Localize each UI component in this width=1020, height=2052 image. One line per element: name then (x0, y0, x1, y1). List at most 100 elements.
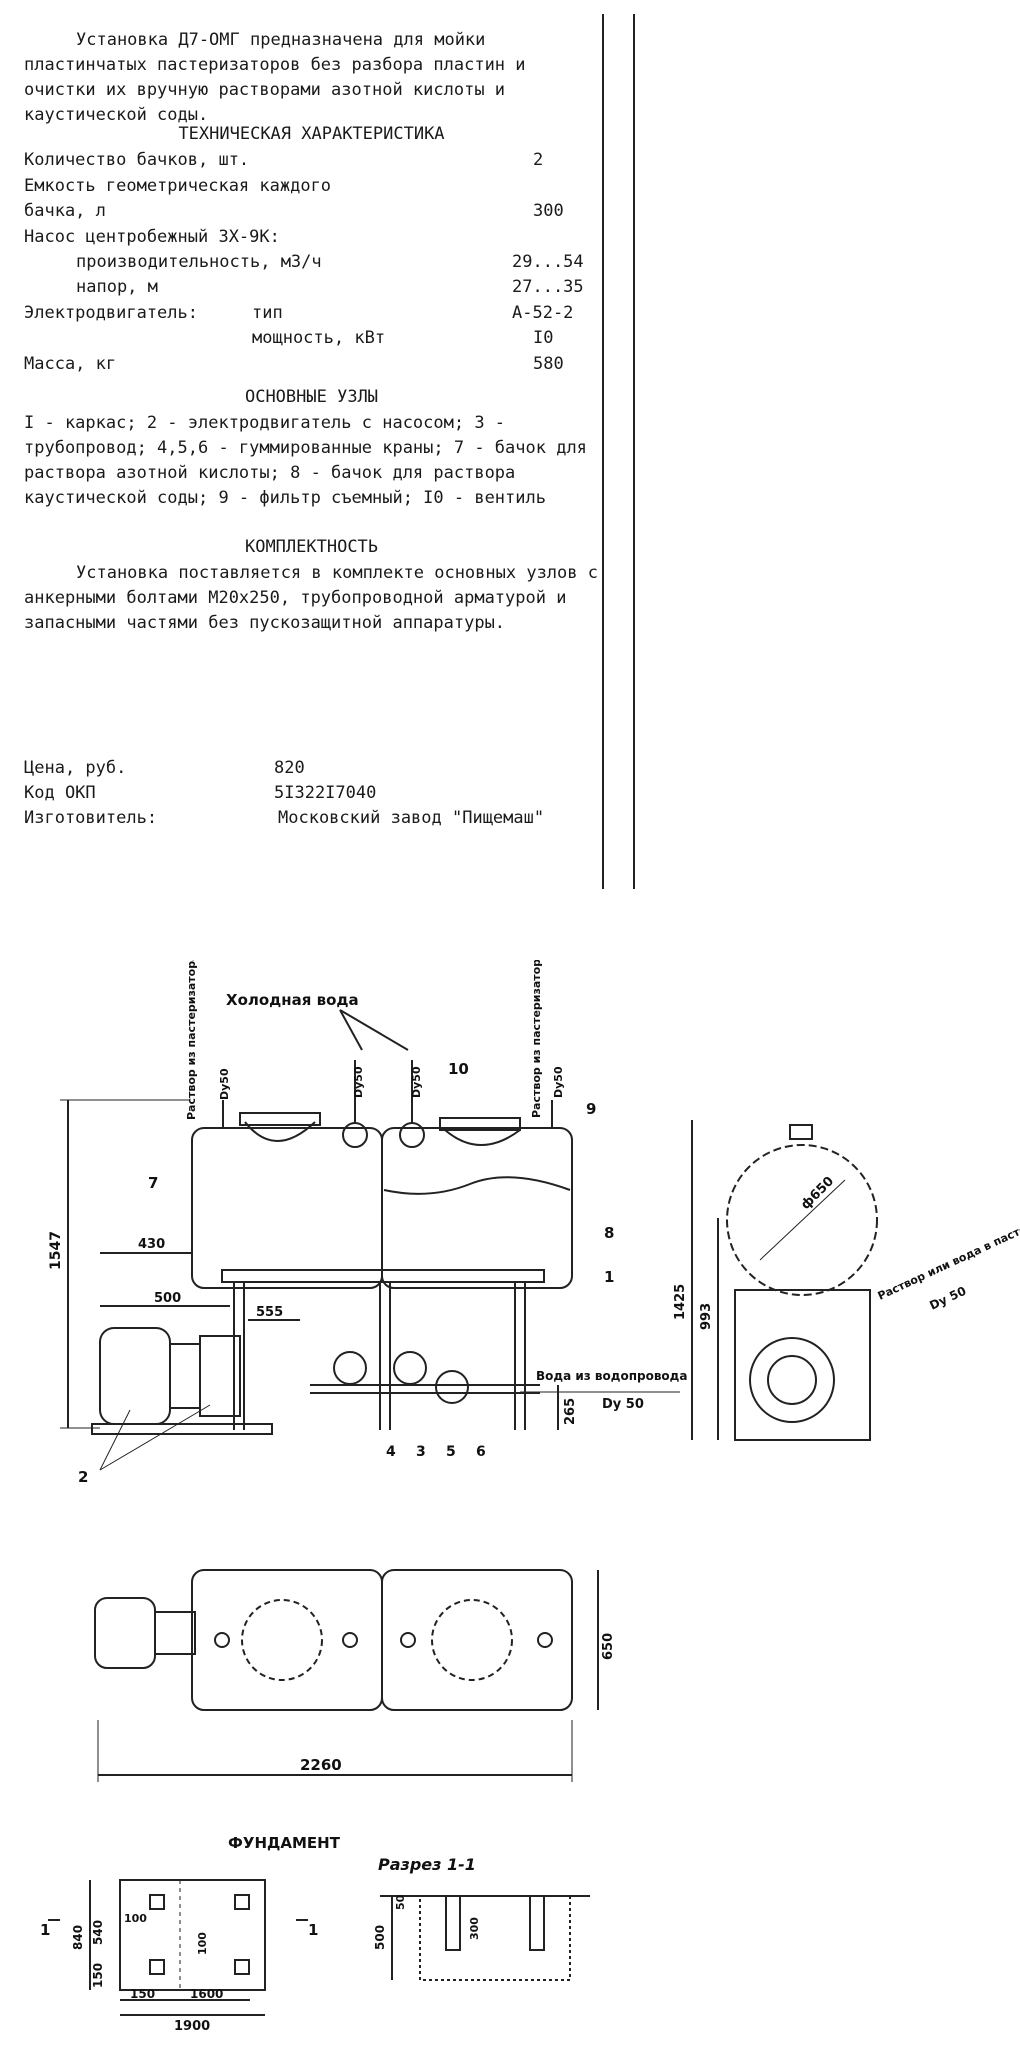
valve-plan (400, 1632, 416, 1648)
dim-500: 500 (154, 1291, 181, 1306)
bolt-hole (149, 1959, 165, 1975)
tank-8 (381, 1127, 573, 1289)
dy50-label: Dy 50 (927, 1284, 968, 1313)
dim-100: 100 (124, 1912, 147, 1925)
spec-motor-type-label: тип (252, 303, 283, 323)
valve-4 (333, 1351, 367, 1385)
foundation-view: ФУНДАМЕНТ 840 540 150 100 100 150 1600 1… (40, 1834, 341, 2034)
tank-7-lid (244, 1121, 316, 1142)
dim-50: 50 (394, 1894, 407, 1910)
dim-1547: 1547 (48, 1231, 64, 1270)
anchor-pocket (445, 1895, 461, 1951)
spec-tanks-label: Количество бачков, шт. (24, 150, 250, 170)
dy50-label: Dy50 (410, 1066, 423, 1098)
side-frame (734, 1289, 871, 1441)
dim-540: 540 (91, 1920, 105, 1945)
to-pasteurizer-label: Раствор или вода в пастеризатор (876, 1200, 1020, 1302)
dim-840: 840 (71, 1925, 85, 1950)
spec-pump-head-value: 27...35 (512, 277, 584, 297)
price-label: Цена, руб. (24, 758, 127, 778)
maker-value: Московский завод "Пищемаш" (278, 808, 545, 828)
okp-label: Код ОКП (24, 783, 96, 803)
spec-pump-head-label: напор, м (76, 277, 158, 297)
tank-plan-hatch (431, 1599, 513, 1681)
dim-650: 650 (601, 1633, 616, 1660)
intro-paragraph: Установка Д7-ОМГ предназначена для мойки… (24, 30, 526, 125)
complete-title: КОМПЛЕКТНОСТЬ (244, 537, 379, 557)
dim-1600: 1600 (190, 1987, 223, 2001)
spec-capacity-value: 300 (533, 201, 564, 221)
leader-line (99, 1409, 131, 1471)
technical-drawing: Холодная вода Раствор из пастеризатора D… (40, 960, 1020, 2034)
dim-150-horizontal: 150 (130, 1987, 155, 2001)
spec-mass-value: 580 (533, 354, 564, 374)
pump-plan (154, 1611, 196, 1655)
section-title: Разрез 1-1 (378, 1855, 476, 1874)
price-value: 820 (274, 758, 305, 778)
tank-section (726, 1144, 878, 1296)
water-supply-label: Вода из водопровода (536, 1369, 687, 1383)
cold-water-label: Холодная вода (226, 991, 359, 1009)
inlet-plan (214, 1632, 230, 1648)
page-border-line (633, 14, 635, 889)
dy50-label: Dy50 (552, 1066, 565, 1098)
spec-pump-perf-value: 29...54 (512, 252, 584, 272)
spec-pump-perf-label: производительность, м3/ч (76, 252, 322, 272)
tank-8-lid (444, 1129, 521, 1146)
maker-label: Изготовитель: (24, 808, 158, 828)
dim-1900: 1900 (174, 2019, 210, 2034)
valve-top (789, 1124, 813, 1140)
callout-3: 3 (416, 1444, 426, 1460)
valve-6 (435, 1370, 469, 1404)
bolt-hole (149, 1894, 165, 1910)
dy50-label: Dy50 (352, 1066, 365, 1098)
callout-8: 8 (604, 1224, 614, 1242)
dim-555: 555 (256, 1305, 283, 1320)
motor-plan (94, 1597, 156, 1669)
tank-plan-7 (191, 1569, 383, 1711)
callout-9: 9 (586, 1100, 596, 1118)
side-view: 1425 993 ф650 Раствор или вода в пастери… (673, 1120, 1020, 1441)
dy50-label: Dy50 (218, 1068, 231, 1100)
spec-capacity-label: Емкость геометрическая каждого (24, 176, 332, 196)
spec-tanks-value: 2 (533, 150, 544, 170)
tank-7 (191, 1127, 383, 1289)
valve-10-left (342, 1122, 368, 1148)
dim-150-vertical: 150 (91, 1963, 105, 1988)
pump (199, 1335, 241, 1417)
spec-pump-label: Насос центробежный 3Х-9К: (24, 227, 280, 247)
page-border-line (602, 14, 604, 889)
callout-2: 2 (78, 1468, 88, 1486)
frame-top (221, 1269, 545, 1283)
anchor-pocket (529, 1895, 545, 1951)
section-mark-right: 1 (308, 1921, 318, 1939)
callout-4: 4 (386, 1444, 396, 1460)
spec-capacity-label-2: бачка, л (24, 201, 106, 221)
tech-title: ТЕХНИЧЕСКАЯ ХАРАКТЕРИСТИКА (178, 124, 445, 144)
liquid-level (383, 1176, 571, 1195)
dim-500: 500 (373, 1925, 387, 1950)
front-view: Холодная вода Раствор из пастеризатора D… (48, 960, 687, 1486)
solution-from-past-label: Раствор из пастеризатора (185, 960, 198, 1120)
spec-motor-power-value: I0 (533, 328, 554, 348)
leader-line (99, 1404, 211, 1471)
motor-2 (99, 1327, 171, 1425)
section-body (419, 1895, 571, 1981)
section-mark-left: 1 (40, 1921, 50, 1939)
spec-mass-label: Масса, кг (24, 354, 117, 374)
foundation-plan (119, 1879, 266, 1991)
callout-10: 10 (448, 1060, 469, 1078)
dim-2260: 2260 (300, 1756, 342, 1774)
leader-line (339, 1009, 363, 1051)
tank-8-lid-rim (439, 1117, 521, 1131)
spec-motor-type-value: А-52-2 (512, 303, 574, 323)
valve-10 (399, 1122, 425, 1148)
dim-100: 100 (196, 1932, 209, 1955)
complete-paragraph: Установка поставляется в комплекте основ… (24, 563, 598, 633)
valve-plan (342, 1632, 358, 1648)
callout-1: 1 (604, 1268, 614, 1286)
units-title: ОСНОВНЫЕ УЗЛЫ (244, 387, 379, 407)
solution-from-past-label: Раствор из пастеризатора (530, 960, 543, 1118)
pump-section (749, 1337, 835, 1423)
